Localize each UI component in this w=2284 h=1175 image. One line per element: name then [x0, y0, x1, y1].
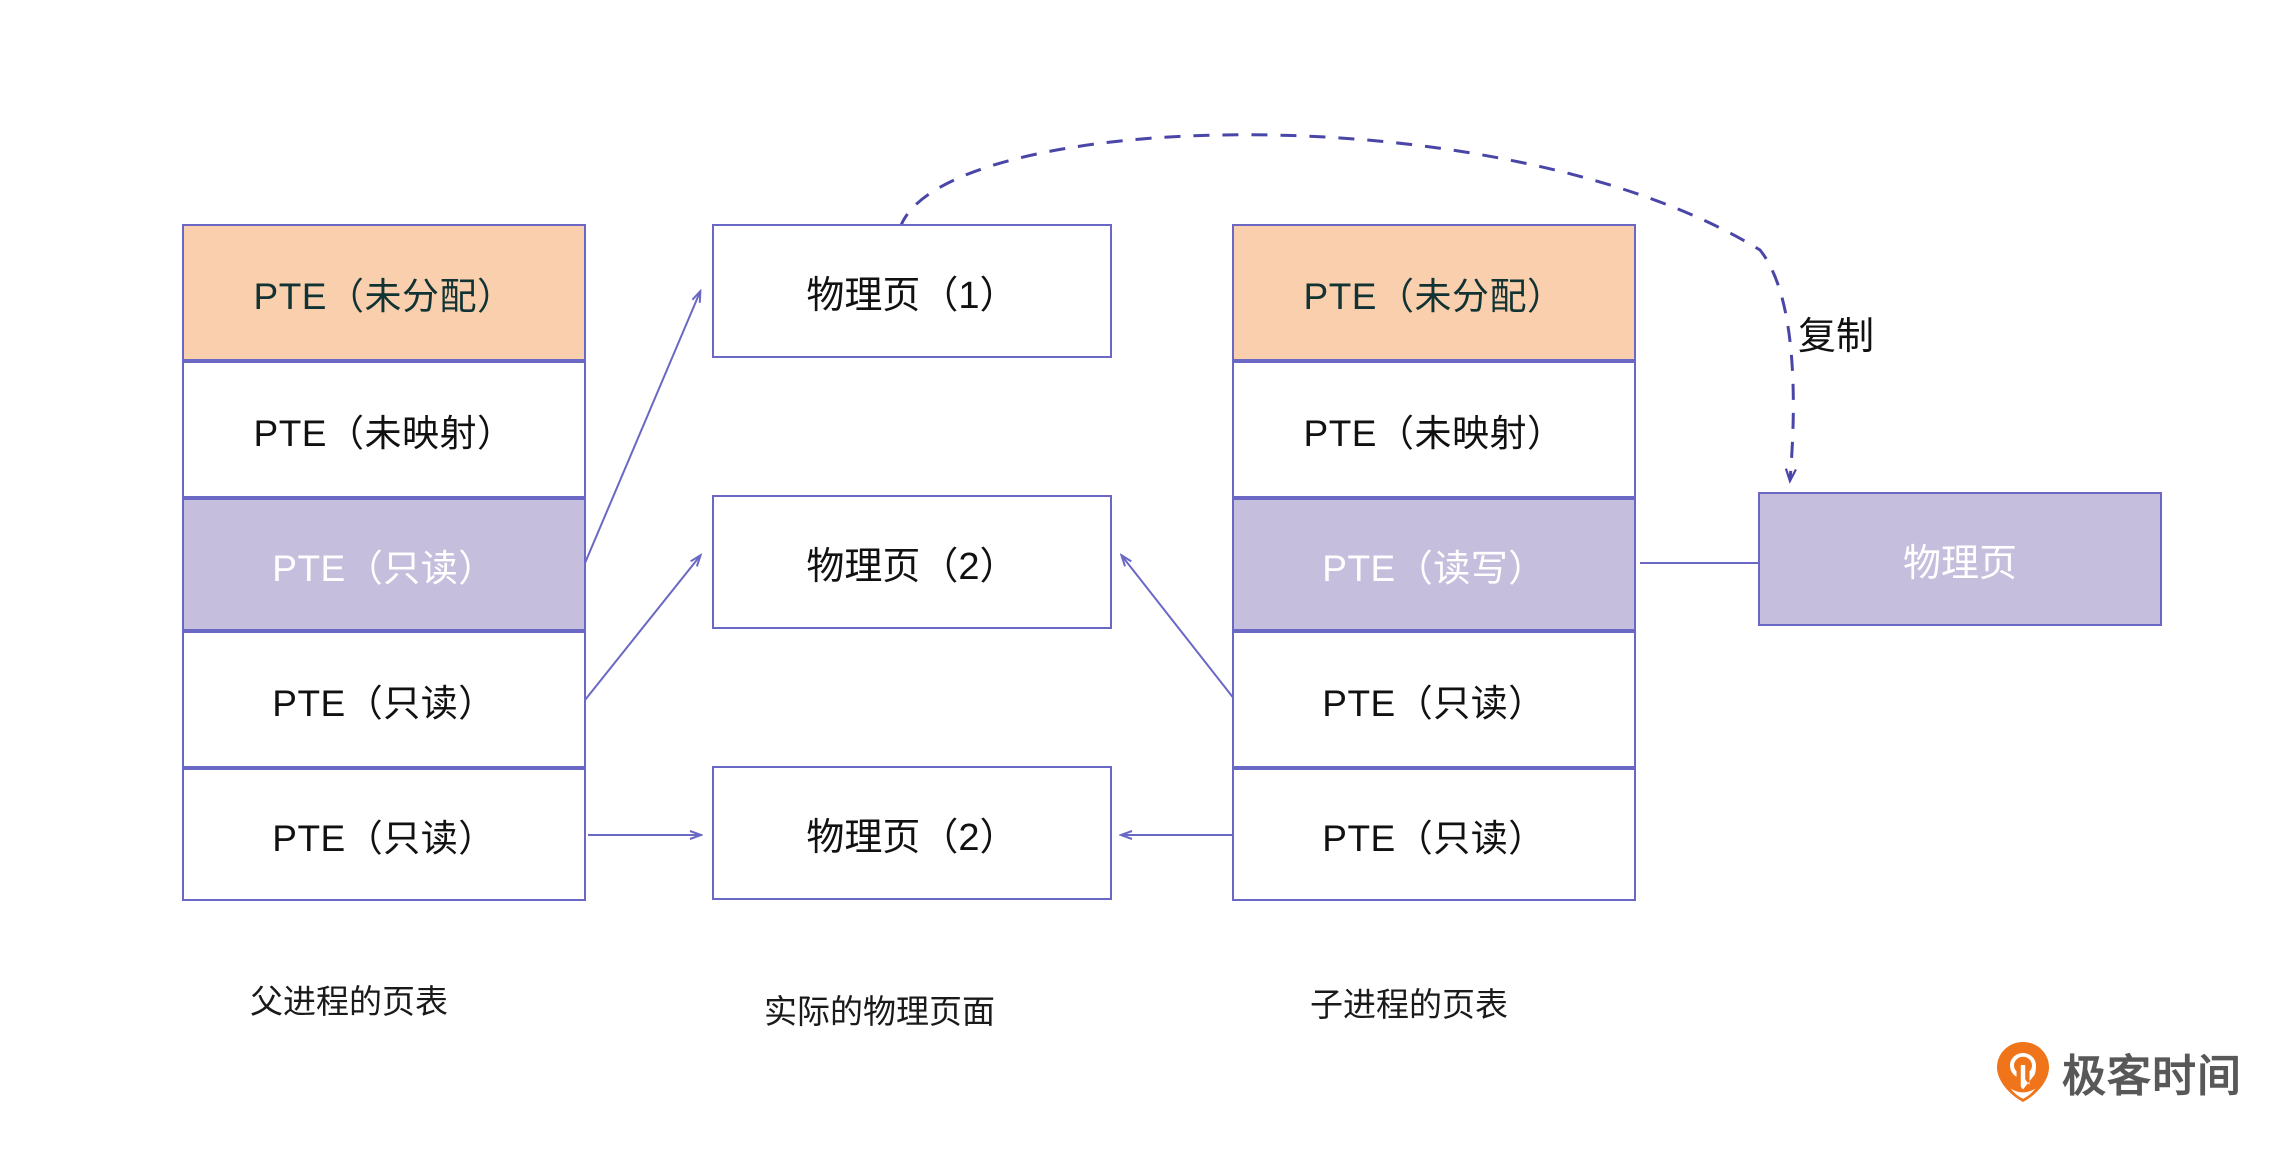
- child-pte-row-1-label: PTE（未映射）: [1303, 412, 1565, 454]
- parent-pte-row-1-label: PTE（未映射）: [253, 412, 515, 454]
- parent-pte-row-0-label: PTE（未分配）: [253, 275, 515, 317]
- child-pte-row-0-label: PTE（未分配）: [1303, 275, 1565, 317]
- child-pte-row-2[interactable]: PTE（读写）: [1232, 498, 1636, 631]
- copied-physical-page-box[interactable]: 物理页: [1758, 492, 2162, 626]
- child-pte-row-2-label: PTE（读写）: [1322, 547, 1546, 589]
- child-pte-row-1[interactable]: PTE（未映射）: [1232, 361, 1636, 498]
- parent-pte-row-0[interactable]: PTE（未分配）: [182, 224, 586, 361]
- child-pte-row-0[interactable]: PTE（未分配）: [1232, 224, 1636, 361]
- geektime-pin-icon: [1996, 1041, 2050, 1103]
- physical-page-box-1-label: 物理页（2）: [806, 545, 1018, 588]
- physical-pages-caption: 实际的物理页面: [764, 993, 995, 1030]
- parent-pte-row-3-label: PTE（只读）: [272, 682, 496, 724]
- child-pte-row-4[interactable]: PTE（只读）: [1232, 768, 1636, 901]
- copied-physical-page-label: 物理页: [1902, 542, 2017, 585]
- connector-child-ro1-to-page2: [1122, 556, 1236, 701]
- parent-pte-row-1[interactable]: PTE（未映射）: [182, 361, 586, 498]
- child-pte-row-4-label: PTE（只读）: [1322, 817, 1546, 859]
- geektime-wordmark: 极客时间: [2062, 1052, 2242, 1101]
- connector-parent-ro2-to-page2: [584, 556, 700, 701]
- parent-pte-row-3[interactable]: PTE（只读）: [182, 631, 586, 768]
- connector-parent-ro1-to-page1: [584, 292, 700, 564]
- physical-page-box-0[interactable]: 物理页（1）: [712, 224, 1112, 358]
- child-pte-row-3[interactable]: PTE（只读）: [1232, 631, 1636, 768]
- physical-page-box-0-label: 物理页（1）: [806, 274, 1018, 317]
- parent-pte-row-4[interactable]: PTE（只读）: [182, 768, 586, 901]
- parent-pte-row-4-label: PTE（只读）: [272, 817, 496, 859]
- geektime-watermark: 极客时间: [1996, 1040, 2242, 1104]
- child-table-caption: 子进程的页表: [1310, 986, 1508, 1023]
- parent-pte-row-2[interactable]: PTE（只读）: [182, 498, 586, 631]
- physical-page-box-2-label: 物理页（2）: [806, 816, 1018, 859]
- physical-page-box-1[interactable]: 物理页（2）: [712, 495, 1112, 629]
- parent-table-caption: 父进程的页表: [250, 983, 448, 1020]
- physical-page-box-2[interactable]: 物理页（2）: [712, 766, 1112, 900]
- child-pte-row-3-label: PTE（只读）: [1322, 682, 1546, 724]
- parent-pte-row-2-label: PTE（只读）: [272, 547, 496, 589]
- copy-annotation: 复制: [1798, 316, 1875, 358]
